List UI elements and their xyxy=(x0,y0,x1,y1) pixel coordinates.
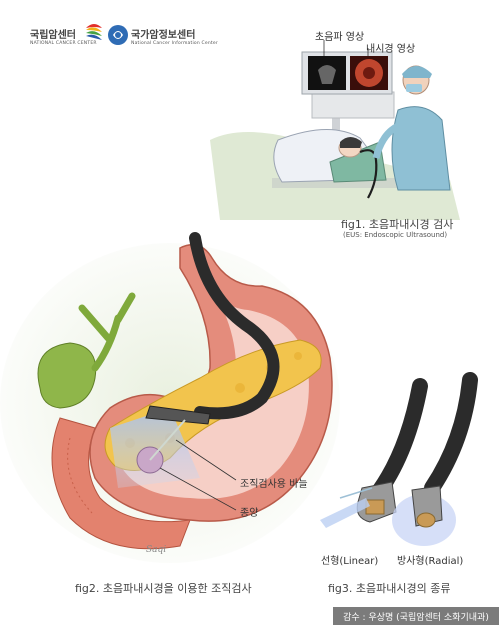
fig3-illustration xyxy=(320,372,478,546)
fig2-title: fig2. 초음파내시경을 이용한 조직검사 xyxy=(75,582,252,595)
cis-logo-name: 국가암정보센터 xyxy=(131,30,196,41)
radial-label: 방사형(Radial) xyxy=(397,556,464,567)
cis-logo-mark-icon xyxy=(108,25,128,45)
linear-transducer xyxy=(365,499,385,515)
bile-duct xyxy=(78,292,136,372)
needle-label: 조직검사용 바늘 xyxy=(240,479,308,490)
doctor-arm xyxy=(372,122,400,159)
biopsy-needle xyxy=(149,419,186,461)
endoscope-image-label: 내시경 영상 xyxy=(366,44,416,55)
credit-bar: 감수 : 우상명 (국립암센터 소화기내과) xyxy=(333,607,499,625)
linear-needle xyxy=(339,487,373,499)
bed xyxy=(272,178,442,188)
fig3-title: fig3. 초음파내시경의 종류 xyxy=(328,582,451,595)
fig1-illustration xyxy=(210,40,460,220)
fig1-title: fig1. 초음파내시경 검사 xyxy=(341,218,454,231)
linear-scope-body xyxy=(372,378,428,498)
fig2-endoscope xyxy=(189,232,280,420)
fig2-illustration xyxy=(0,232,340,563)
ncc-logo-sub: NATIONAL CANCER CENTER xyxy=(30,41,97,46)
cis-logo-sub: National Cancer Information Center xyxy=(131,41,218,46)
credit-text: 감수 : 우상명 (국립암센터 소화기내과) xyxy=(343,612,489,623)
tumor-label: 종양 xyxy=(240,508,259,519)
cis-logo: 국가암정보센터 National Cancer Information Cent… xyxy=(131,26,218,46)
monitor-stand xyxy=(332,102,340,147)
ultrasound-image xyxy=(318,65,336,84)
duodenum xyxy=(51,417,191,550)
doctor-cap xyxy=(402,66,432,78)
doctor-mask xyxy=(406,84,422,92)
radial-transducer xyxy=(416,512,436,528)
radial-scope-body xyxy=(424,372,478,496)
fig1-subtitle: (EUS: Endoscopic Ultrasound) xyxy=(343,231,448,239)
ncc-logo: 국립암센터 NATIONAL CANCER CENTER xyxy=(30,26,97,46)
needle-pointer xyxy=(175,439,237,481)
linear-beam xyxy=(320,498,370,528)
monitor-base xyxy=(311,91,395,119)
gallbladder xyxy=(37,342,97,409)
endoscope-tip xyxy=(145,405,211,425)
ncc-logo-name: 국립암센터 xyxy=(30,30,76,41)
ultrasound-image-label: 초음파 영상 xyxy=(315,32,365,43)
fig1-scope-cable xyxy=(359,149,378,199)
artist-signature: Saqi xyxy=(146,545,167,555)
tumor-pointer xyxy=(159,467,237,511)
ncc-logo-mark-icon xyxy=(86,24,102,40)
linear-label: 선형(Linear) xyxy=(321,556,379,567)
doctor-body xyxy=(391,106,451,191)
